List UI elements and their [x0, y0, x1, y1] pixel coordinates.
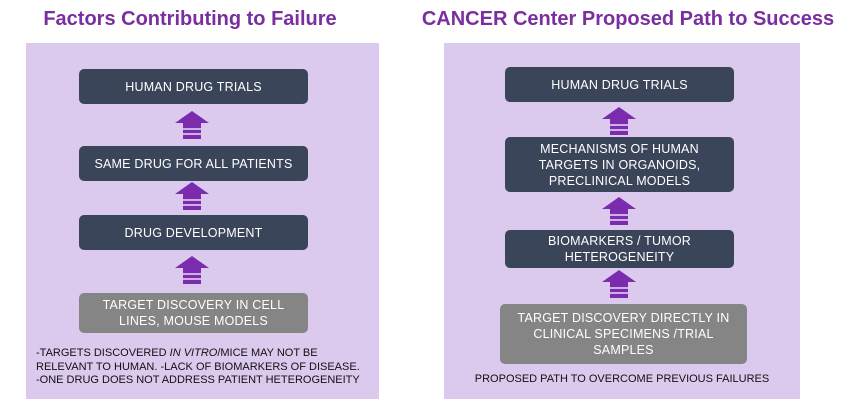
note-line-1: -TARGETS DISCOVERED IN VITRO/MICE MAY NO… [36, 347, 318, 359]
up-arrow-icon [175, 111, 209, 139]
right-panel: HUMAN DRUG TRIALS MECHANISMS OF HUMAN TA… [444, 43, 800, 399]
left-notes: -TARGETS DISCOVERED IN VITRO/MICE MAY NO… [36, 347, 360, 388]
note-line-2: RELEVANT TO HUMAN. -LACK OF BIOMARKERS O… [36, 360, 360, 373]
right-box-mechanisms: MECHANISMS OF HUMAN TARGETS IN ORGANOIDS… [505, 137, 734, 192]
right-box-biomarkers: BIOMARKERS / TUMOR HETEROGENEITY [505, 230, 734, 268]
left-panel-title: Factors Contributing to Failure [43, 8, 337, 30]
up-arrow-icon [602, 270, 636, 298]
up-arrow-icon [175, 182, 209, 210]
right-box-target-discovery: TARGET DISCOVERY DIRECTLY IN CLINICAL SP… [500, 304, 747, 364]
up-arrow-icon [602, 197, 636, 225]
left-panel: HUMAN DRUG TRIALS SAME DRUG FOR ALL PATI… [26, 43, 379, 399]
up-arrow-icon [602, 107, 636, 135]
left-box-target-discovery: TARGET DISCOVERY IN CELL LINES, MOUSE MO… [79, 293, 308, 333]
left-box-drug-development: DRUG DEVELOPMENT [79, 215, 308, 250]
right-box-human-drug-trials: HUMAN DRUG TRIALS [505, 67, 734, 102]
right-panel-title: CANCER Center Proposed Path to Success [421, 8, 835, 30]
right-footer: PROPOSED PATH TO OVERCOME PREVIOUS FAILU… [474, 373, 770, 385]
left-box-same-drug: SAME DRUG FOR ALL PATIENTS [79, 146, 308, 181]
left-box-human-drug-trials: HUMAN DRUG TRIALS [79, 69, 308, 104]
up-arrow-icon [175, 256, 209, 284]
note-line-3: -ONE DRUG DOES NOT ADDRESS PATIENT HETER… [36, 374, 360, 386]
